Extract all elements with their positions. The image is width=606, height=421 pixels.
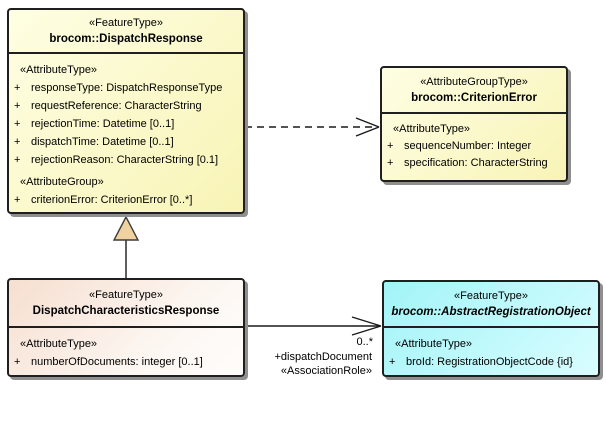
association-connector[interactable] [245, 316, 382, 336]
class-dispatch-characteristics-response[interactable]: «FeatureType» DispatchCharacteristicsRes… [7, 278, 245, 377]
attribute-text: requestReference: CharacterString [31, 100, 202, 112]
generalization-connector[interactable] [112, 215, 140, 278]
attribute-section-label: «AttributeType» [20, 338, 98, 350]
visibility-marker: + [14, 154, 21, 166]
attribute-text: dispatchTime: Datetime [0..1] [31, 136, 174, 148]
attribute-row[interactable]: + responseType: DispatchResponseType [9, 79, 243, 97]
attribute-row[interactable]: + rejectionTime: Datetime [0..1] [9, 115, 243, 133]
class-attributes: «AttributeType» + responseType: Dispatch… [9, 54, 243, 209]
attribute-section-label: «AttributeGroup» [20, 176, 104, 188]
class-header: «FeatureType» brocom::DispatchResponse [9, 10, 243, 54]
class-header: «AttributeGroupType» brocom::CriterionEr… [382, 68, 566, 114]
attribute-section-label: «AttributeType» [395, 338, 473, 350]
class-name: DispatchCharacteristicsResponse [32, 304, 220, 317]
class-attributes: «AttributeType» + sequenceNumber: Intege… [382, 114, 566, 172]
attribute-row[interactable]: + sequenceNumber: Integer [382, 138, 566, 155]
dependency-connector[interactable] [245, 117, 380, 137]
class-name: brocom::CriterionError [411, 91, 537, 104]
class-stereotype: «FeatureType» [454, 289, 528, 302]
attribute-text: rejectionTime: Datetime [0..1] [31, 118, 175, 130]
class-attributes: «AttributeType» + broId: RegistrationObj… [384, 328, 598, 371]
class-stereotype: «AttributeGroupType» [420, 75, 528, 88]
attribute-section-label: «AttributeType» [20, 64, 98, 76]
class-name: brocom::AbstractRegistrationObject [391, 305, 591, 318]
class-dispatch-response[interactable]: «FeatureType» brocom::DispatchResponse «… [7, 8, 245, 214]
visibility-marker: + [14, 194, 21, 206]
attribute-row[interactable]: + specification: CharacterString [382, 155, 566, 172]
attribute-text: specification: CharacterString [404, 157, 548, 169]
attribute-row[interactable]: + rejectionReason: CharacterString [0.1] [9, 151, 243, 169]
attribute-text: criterionError: CriterionError [0..*] [31, 194, 193, 206]
class-attributes: «AttributeType» + numberOfDocuments: int… [9, 328, 243, 371]
visibility-marker: + [14, 136, 21, 148]
class-name: brocom::DispatchResponse [49, 32, 203, 45]
class-header: «FeatureType» DispatchCharacteristicsRes… [9, 280, 243, 328]
class-header: «FeatureType» brocom::AbstractRegistrati… [384, 282, 598, 328]
visibility-marker: + [14, 118, 21, 130]
visibility-marker: + [14, 82, 21, 94]
visibility-marker: + [387, 157, 394, 169]
attribute-section-label: «AttributeType» [393, 123, 471, 135]
association-multiplicity-label: 0..* [356, 336, 373, 348]
attribute-text: responseType: DispatchResponseType [31, 82, 223, 94]
attribute-text: numberOfDocuments: integer [0..1] [31, 356, 203, 368]
attribute-row[interactable]: + requestReference: CharacterString [9, 97, 243, 115]
class-stereotype: «FeatureType» [89, 16, 163, 29]
attribute-row[interactable]: + numberOfDocuments: integer [0..1] [9, 353, 243, 371]
attribute-text: sequenceNumber: Integer [404, 140, 532, 152]
attribute-row[interactable]: + criterionError: CriterionError [0..*] [9, 191, 243, 209]
class-stereotype: «FeatureType» [89, 288, 163, 301]
visibility-marker: + [14, 100, 21, 112]
class-criterion-error[interactable]: «AttributeGroupType» brocom::CriterionEr… [380, 66, 568, 182]
visibility-marker: + [14, 356, 21, 368]
association-stereotype-label: «AssociationRole» [280, 365, 372, 377]
class-abstract-registration-object[interactable]: «FeatureType» brocom::AbstractRegistrati… [382, 280, 600, 377]
visibility-marker: + [387, 140, 394, 152]
attribute-row[interactable]: + dispatchTime: Datetime [0..1] [9, 133, 243, 151]
visibility-marker: + [389, 356, 396, 368]
attribute-text: broId: RegistrationObjectCode {id} [406, 356, 573, 368]
attribute-text: rejectionReason: CharacterString [0.1] [31, 154, 219, 166]
attribute-row[interactable]: + broId: RegistrationObjectCode {id} [384, 353, 598, 371]
association-role-label: +dispatchDocument [274, 351, 372, 363]
